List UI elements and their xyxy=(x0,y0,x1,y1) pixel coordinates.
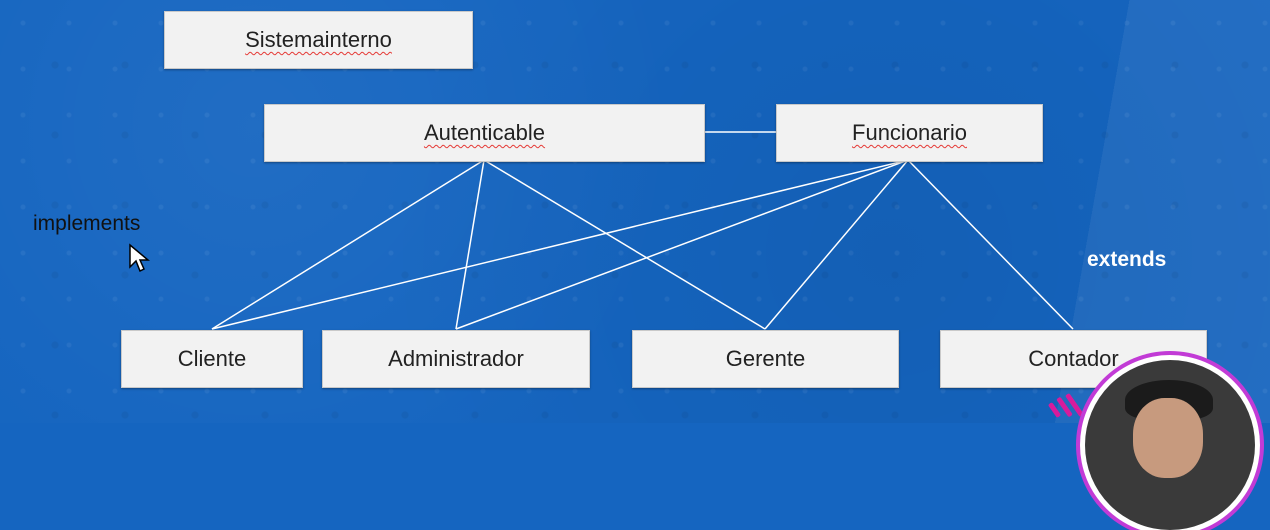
edge-funcionario-contador xyxy=(907,159,1074,330)
mouse-pointer-icon xyxy=(129,243,150,273)
implements-label: implements xyxy=(33,212,141,235)
node-administrador: Administrador xyxy=(322,330,590,388)
edge-funcionario-cliente xyxy=(211,159,909,330)
node-label: Gerente xyxy=(725,346,806,371)
node-label: Administrador xyxy=(388,346,524,371)
node-label: Funcionario xyxy=(852,120,967,145)
node-autenticable: Autenticable xyxy=(264,104,705,162)
extends-label: extends xyxy=(1087,248,1167,271)
edge-autenticable-gerente xyxy=(483,159,766,330)
node-label: Contador xyxy=(1028,346,1119,371)
avatar-face xyxy=(1133,398,1203,478)
edge-funcionario-gerente xyxy=(764,159,909,330)
node-label: Autenticable xyxy=(423,120,546,145)
node-sistemainterno: Sistemainterno xyxy=(164,11,473,69)
edge-autenticable-administrador xyxy=(455,159,485,330)
node-funcionario: Funcionario xyxy=(776,104,1043,162)
edge-autenticable-cliente xyxy=(211,159,485,330)
node-gerente: Gerente xyxy=(632,330,899,388)
node-cliente: Cliente xyxy=(121,330,303,388)
node-label: Sistemainterno xyxy=(245,27,392,52)
node-label: Cliente xyxy=(177,346,247,371)
webcam-avatar xyxy=(1085,360,1255,530)
node-contador: Contador xyxy=(940,330,1207,388)
connector-lines xyxy=(211,131,1074,330)
edge-funcionario-administrador xyxy=(455,159,909,330)
